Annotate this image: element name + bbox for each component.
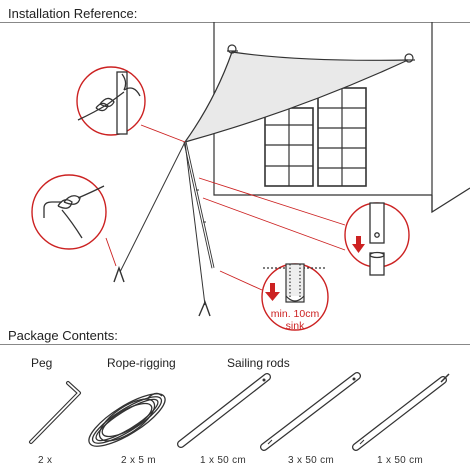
item-name-rope-rigging: Rope-rigging [107, 356, 176, 370]
sink-depth-value: min. 10cm [270, 308, 320, 320]
item-qty-rod-2: 3 x 50 cm [288, 455, 335, 466]
sink-depth-label: min. 10cm sink [258, 308, 332, 332]
item-qty-peg: 2 x [38, 455, 53, 466]
callout-leaders [105, 124, 346, 291]
sailing-rod-3-illustration [352, 373, 450, 451]
sailing-rod-assembly [183, 141, 215, 269]
peg-illustration [29, 381, 81, 444]
wall-eyelet-left [227, 44, 238, 54]
shade-sail [183, 51, 409, 144]
package-contents-title: Package Contents: [8, 328, 118, 343]
rope-rigging-illustration [88, 392, 166, 447]
zoom-circle-peg-knot [31, 174, 107, 250]
zoom-circle-sail-knot [76, 66, 146, 136]
sailing-rod-1-illustration [177, 373, 271, 448]
zoom-circle-rod-connection [344, 202, 410, 276]
zoom-circle-sink-depth [261, 263, 329, 331]
sink-depth-word: sink [285, 320, 305, 332]
building-illustration [213, 22, 470, 214]
package-divider [0, 344, 470, 345]
item-name-peg: Peg [31, 356, 53, 370]
item-name-sailing-rods: Sailing rods [227, 356, 290, 370]
sailing-rod-2-illustration [260, 372, 361, 451]
guy-rope-right [184, 141, 211, 317]
wall-eyelet-right [404, 53, 415, 63]
down-arrow-icon [265, 283, 280, 301]
installation-reference-title: Installation Reference: [8, 6, 138, 21]
item-qty-rope-rigging: 2 x 5 m [121, 455, 156, 466]
item-qty-rod-1: 1 x 50 cm [200, 455, 247, 466]
guy-rope-left [113, 141, 186, 283]
item-qty-rod-3: 1 x 50 cm [377, 455, 424, 466]
down-arrow-icon [352, 236, 365, 253]
title-divider [0, 22, 470, 23]
